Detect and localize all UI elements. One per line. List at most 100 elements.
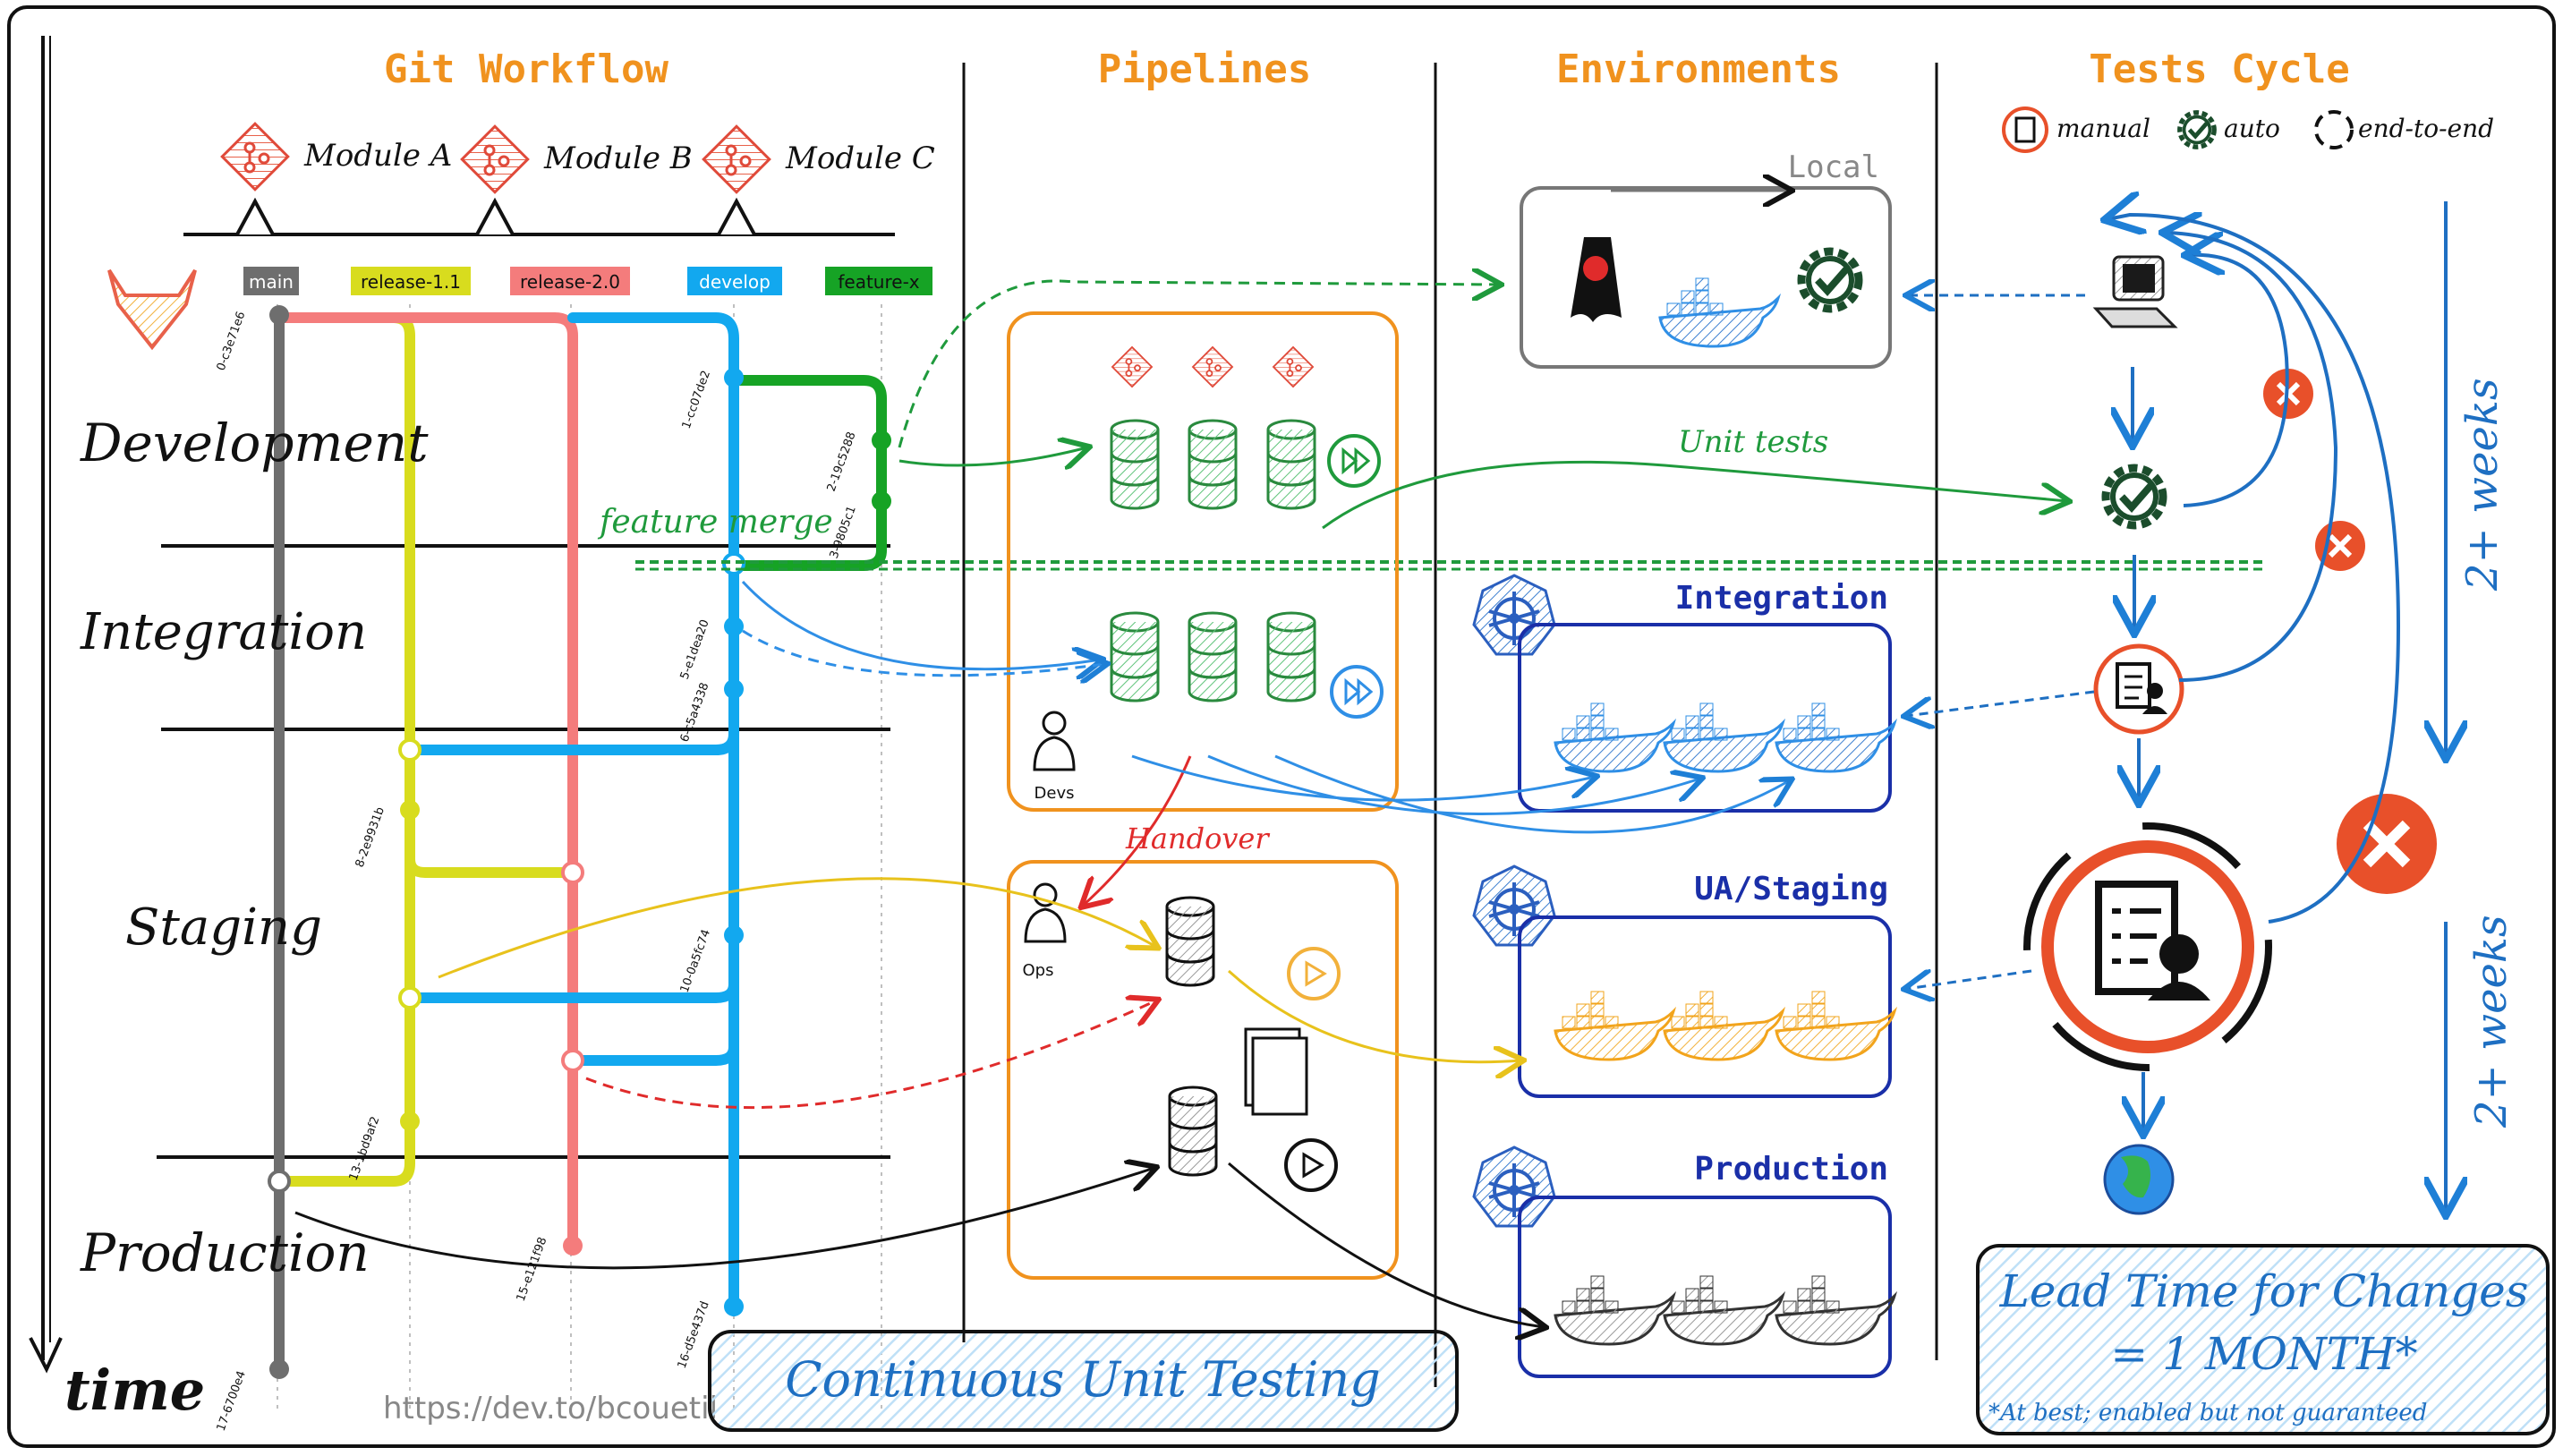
- docker-icon: [1663, 990, 1784, 1061]
- env-production-box: [1518, 1196, 1892, 1378]
- module-c-label: Module C: [785, 140, 935, 176]
- git-icon: [1192, 346, 1233, 387]
- feature-merge-label: feature merge: [597, 504, 833, 541]
- e2e-test-icon: [2023, 822, 2272, 1071]
- stage-production: Production: [80, 1222, 370, 1283]
- handover-label: Handover: [1125, 822, 1270, 856]
- tests-legend: manual auto end-to-end: [2002, 106, 2494, 153]
- lead-time-value: = 1 MONTH*: [2110, 1328, 2417, 1380]
- lead-time-title: Lead Time for Changes: [1999, 1265, 2529, 1317]
- commit-hash: 15-e121f98: [515, 1236, 550, 1304]
- stage-development: Development: [80, 413, 429, 473]
- autotest-icon: [2106, 468, 2163, 525]
- auto-test-icon: [2180, 113, 2214, 147]
- commit-hash: 17-6700e4: [215, 1369, 249, 1433]
- ops-label: Ops: [1023, 961, 1054, 980]
- fail-icon: [2337, 794, 2437, 894]
- git-icon: [702, 124, 771, 194]
- pipeline-box-ops: [1007, 860, 1399, 1280]
- branch-feature-line: [728, 375, 887, 571]
- commit-hash: 2-19c5288: [825, 430, 859, 494]
- commit-hash: 1-cc07de2: [680, 369, 713, 430]
- branch-develop-line: [567, 312, 739, 1316]
- env-local-box: [1520, 186, 1892, 369]
- docker-icon: [1775, 1274, 1896, 1346]
- commit-hash: 16-d5e437d: [676, 1299, 712, 1370]
- env-staging-label: UA/Staging: [1694, 871, 1888, 907]
- docker-icon: [1663, 1274, 1784, 1346]
- kubernetes-icon: [1472, 574, 1556, 656]
- commit-hash: 10-0a5fc74: [678, 928, 713, 995]
- integration-pipeline: [1110, 611, 1384, 719]
- manual-test-icon: [2093, 643, 2184, 735]
- docker-icon: [1775, 702, 1896, 773]
- source-url: https://dev.to/bcouetil: [383, 1391, 718, 1426]
- legend-auto: auto: [2224, 114, 2280, 143]
- manual-test-icon: [2002, 106, 2048, 153]
- time-label: time: [64, 1358, 205, 1423]
- branch-release11-label: release-1.1: [361, 271, 461, 293]
- outer-frame: [7, 5, 2556, 1448]
- docker-icon: [1554, 990, 1675, 1061]
- lead-time-note: *At best; enabled but not guaranteed: [1988, 1400, 2427, 1426]
- globe-icon: [2103, 1144, 2175, 1215]
- ops-pipeline: [1165, 896, 1341, 1192]
- branch-feature-label: feature-x: [838, 271, 919, 293]
- branch-main-label: main: [249, 271, 294, 293]
- branch-develop-label: develop: [699, 271, 771, 293]
- commit-hash: 8-2e9931b: [353, 805, 387, 869]
- pipeline-box-dev: [1007, 311, 1399, 812]
- branch-release20-line: [274, 312, 578, 1254]
- env-staging-box: [1518, 915, 1892, 1098]
- git-icon: [220, 122, 290, 192]
- legend-manual: manual: [2056, 114, 2150, 143]
- devs-label: Devs: [1035, 784, 1075, 803]
- docker-icon: [1554, 1274, 1675, 1346]
- git-icon: [1111, 346, 1153, 387]
- gitlab-logo: [107, 268, 197, 351]
- git-icon: [460, 124, 530, 194]
- kubernetes-icon: [1472, 1145, 1556, 1228]
- env-local-label: Local: [1788, 149, 1879, 185]
- module-a-label: Module A: [303, 138, 452, 174]
- branch-labels: main release-1.1 release-2.0 develop fea…: [243, 267, 932, 295]
- unit-tests-label: Unit tests: [1678, 424, 1828, 460]
- commit-hash: 5-e1dea20: [678, 617, 712, 681]
- modules-row: Module A Module B Module C: [183, 122, 935, 236]
- stage-staging: Staging: [125, 898, 322, 957]
- duration-first: 2+ weeks: [2457, 378, 2508, 592]
- kubernetes-icon: [1472, 864, 1556, 947]
- docker-icon: [1663, 702, 1784, 773]
- continuous-testing-label: Continuous Unit Testing: [785, 1351, 1381, 1408]
- java-duke-icon: [1571, 237, 1622, 322]
- commit-hash: 6-c5a4338: [678, 681, 712, 744]
- legend-e2e: end-to-end: [2358, 114, 2494, 143]
- devs-person-icon: [1033, 711, 1076, 771]
- git-icon: [1273, 346, 1314, 387]
- continuous-testing-banner: Continuous Unit Testing: [708, 1330, 1459, 1432]
- env-production-label: Production: [1694, 1151, 1888, 1188]
- commit-hash: 0-c3e71e6: [215, 310, 249, 372]
- module-b-label: Module B: [543, 140, 693, 176]
- docker-icon: [1554, 702, 1675, 773]
- ops-person-icon: [1024, 882, 1067, 943]
- duration-second: 2+ weeks: [2466, 915, 2516, 1128]
- fast-forward-icon: [1327, 434, 1381, 488]
- dev-pipeline: [1110, 419, 1381, 510]
- play-icon: [1284, 1138, 1338, 1192]
- commit-hash: 13-1bd9af2: [347, 1115, 383, 1183]
- branch-release20-label: release-2.0: [520, 271, 620, 293]
- documents-icon: [1244, 1027, 1308, 1116]
- play-icon: [1287, 947, 1341, 1000]
- e2e-cycle-icon: [2314, 110, 2354, 149]
- computer-icon: [2092, 255, 2178, 328]
- env-integration-label: Integration: [1675, 580, 1888, 617]
- heading-git-workflow: Git Workflow: [384, 47, 668, 92]
- autotest-icon: [1801, 251, 1859, 309]
- heading-tests-cycle: Tests Cycle: [2089, 47, 2349, 92]
- heading-pipelines: Pipelines: [1098, 47, 1311, 92]
- fast-forward-icon: [1330, 665, 1384, 719]
- docker-icon: [1775, 990, 1896, 1061]
- docker-icon: [1658, 277, 1780, 348]
